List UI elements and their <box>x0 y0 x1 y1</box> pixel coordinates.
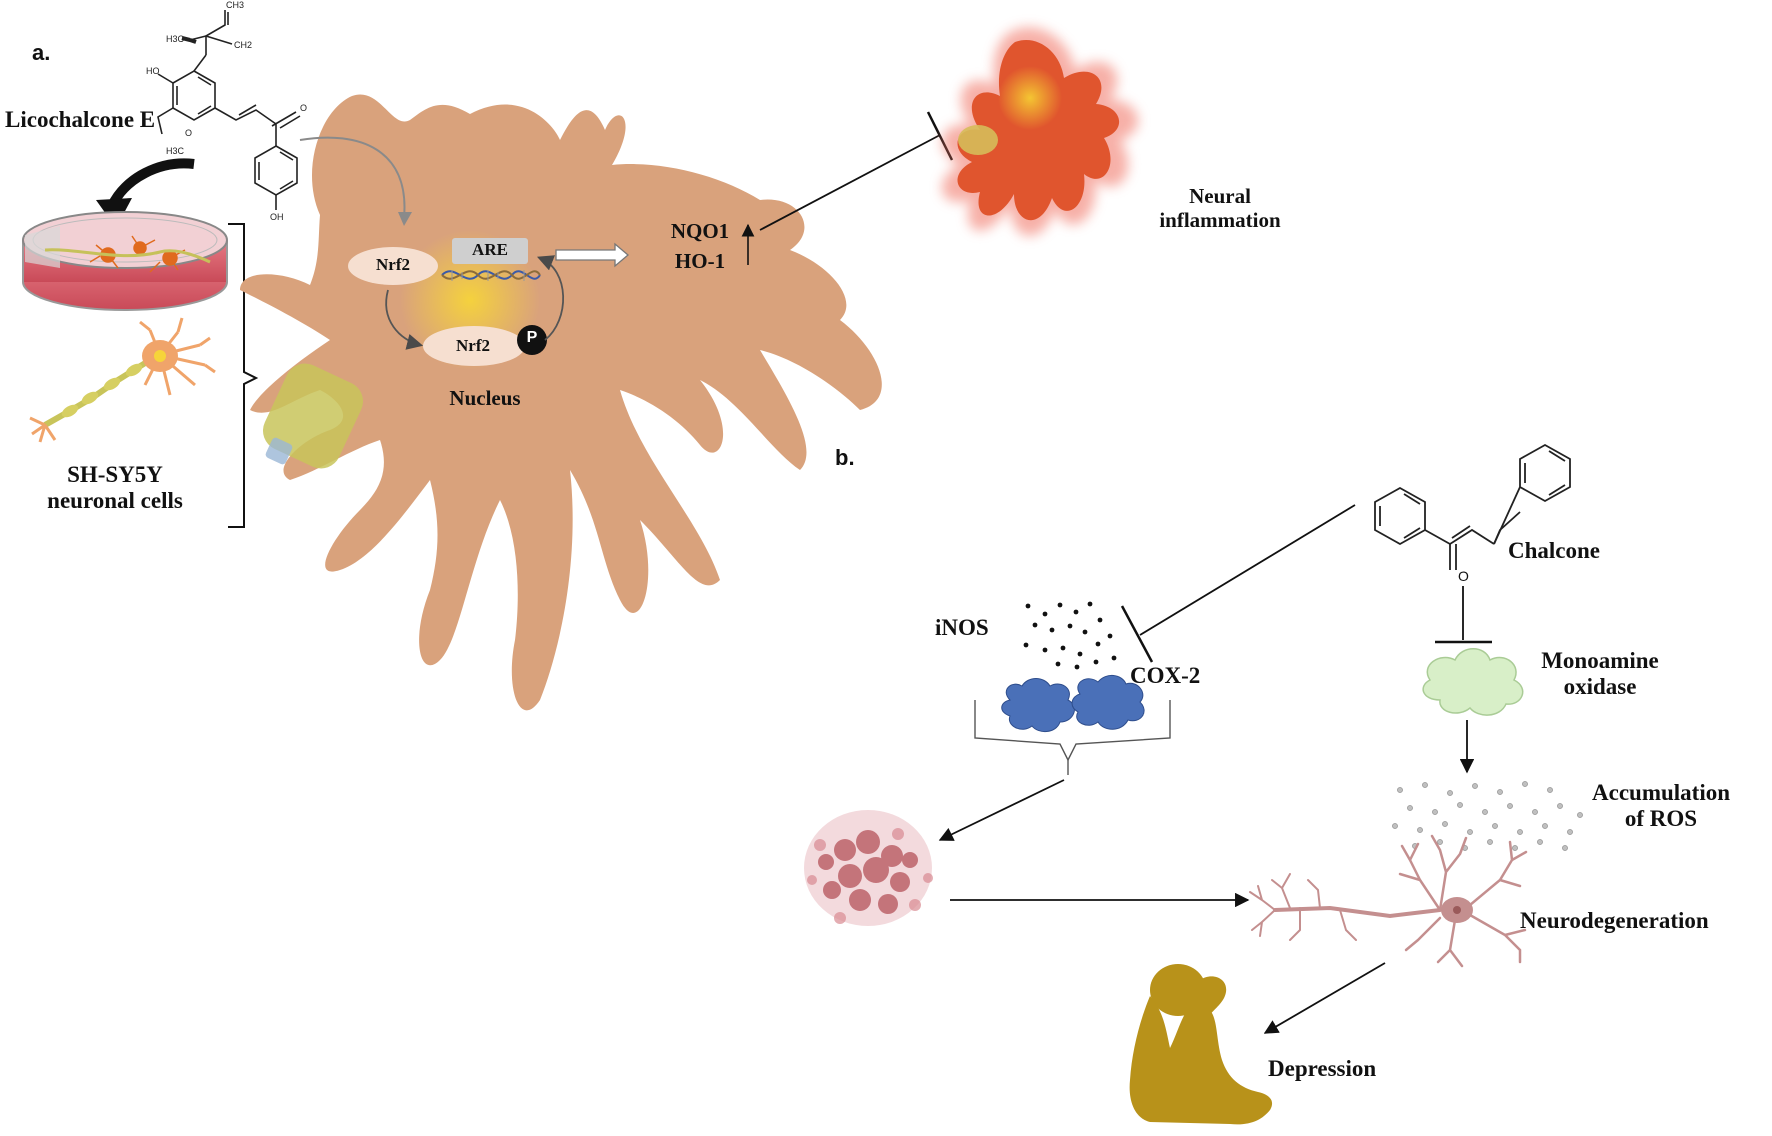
atom-label: O <box>185 128 193 138</box>
licochalcone-e-structure <box>157 10 301 210</box>
are-binding-arrow <box>536 255 565 341</box>
cells-bracket <box>228 223 259 528</box>
atom-label: HO <box>146 66 160 76</box>
atom-label: H3C <box>166 34 185 44</box>
cox2-label: COX-2 <box>1130 663 1201 688</box>
chalcone-label: Chalcone <box>1508 538 1600 563</box>
entry-arrow <box>299 136 406 219</box>
petri-dish <box>22 211 228 311</box>
chalcone-structure <box>1374 443 1571 570</box>
inflamed-cell <box>941 27 1139 236</box>
inhibition-line-b <box>1139 504 1356 636</box>
entry-arrowhead <box>398 212 412 226</box>
are-label: ARE <box>472 240 508 259</box>
neural-inflammation-label: Neural inflammation <box>1159 184 1281 233</box>
atom-label: O <box>300 103 308 113</box>
inos-label: iNOS <box>935 615 989 640</box>
ros-particles <box>1392 781 1583 851</box>
depression-label: Depression <box>1268 1056 1377 1081</box>
chalcone-oxygen-label: O <box>1458 568 1469 584</box>
yellow-vesicle <box>262 363 364 469</box>
depressed-person-silhouette <box>1129 964 1273 1125</box>
nrf2-top-oval <box>348 247 438 285</box>
nrf2-bottom-label: Nrf2 <box>456 336 490 355</box>
phospho-circle <box>517 325 547 355</box>
degenerating-neuron <box>1249 834 1528 968</box>
panel-a-label: a. <box>32 40 51 65</box>
atom-label: OH <box>270 212 284 222</box>
transcription-arrow <box>555 242 630 268</box>
dna-helix <box>441 270 541 281</box>
nrf2-bottom-oval <box>423 326 525 366</box>
are-box <box>452 238 528 264</box>
nrf2-top-label: Nrf2 <box>376 255 410 274</box>
ros-accumulation-label: Accumulation of ROS <box>1592 780 1730 832</box>
inhibition-bar-b <box>1120 605 1154 663</box>
atom-label: CH3 <box>226 0 245 10</box>
compound-treatment-arrow <box>107 158 195 209</box>
nucleus-label: Nucleus <box>449 386 521 410</box>
monoamine-oxidase-label: Monoamine oxidase <box>1541 648 1659 700</box>
target-genes-label: NQO1 HO-1 <box>670 219 730 274</box>
inhibition-line-a <box>759 134 941 231</box>
cox2-enzyme-clusters <box>1001 675 1145 732</box>
nrf2-phosphorylation-arrow <box>385 289 424 350</box>
atom-label: CH2 <box>234 40 253 50</box>
sh-sy5y-neuron-illustration <box>29 317 216 443</box>
panel-b-label: b. <box>835 445 855 470</box>
compound-name: Licochalcone E <box>5 107 156 132</box>
arrow-to-depression <box>1263 962 1386 1034</box>
cell-line-label: SH-SY5Y neuronal cells <box>47 462 183 514</box>
inos-dots <box>1023 601 1117 670</box>
arrow-to-inflammation-tissue <box>938 779 1065 841</box>
atom-label: H3C <box>166 146 185 156</box>
inflamed-tissue <box>804 810 933 926</box>
phospho-label: P <box>526 329 538 346</box>
monoamine-oxidase-cloud <box>1422 648 1524 716</box>
neurodegeneration-label: Neurodegeneration <box>1520 908 1709 933</box>
